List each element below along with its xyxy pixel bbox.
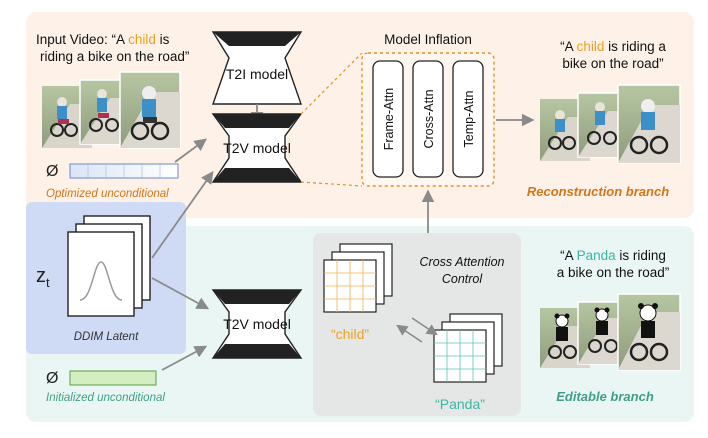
t2v-bottom-model-label: T2V model <box>223 316 291 332</box>
temp-attn-block <box>452 60 484 178</box>
editable-branch-label: Editable branch <box>556 389 654 404</box>
inflation-title: Model Inflation <box>384 32 472 47</box>
initialized-uncond-bar <box>69 370 157 386</box>
frame-attn-label: Frame-Attn <box>382 88 396 151</box>
t2i-model-label: T2I model <box>226 66 288 82</box>
arrow-latent-to-t2v-top <box>151 170 214 259</box>
arrow-uncond-to-t2v-bottom <box>161 345 208 371</box>
input-frame-3 <box>119 71 181 149</box>
arrow-latent-to-t2v-bottom <box>151 277 210 310</box>
cross-attn-block <box>412 60 444 178</box>
optimized-uncond-symbol: Ø <box>46 163 58 180</box>
t2v-top-cap-top <box>213 114 301 128</box>
latent-symbol: zt <box>36 265 50 290</box>
child-word-label: “child” <box>331 326 369 342</box>
initialized-uncond-symbol: Ø <box>46 370 58 387</box>
optimized-uncond-cells <box>87 164 161 178</box>
child-attention-maps <box>323 243 393 313</box>
edit-caption-line1: “A Panda is riding <box>560 248 666 263</box>
t2v-top-cap-bottom <box>213 168 301 182</box>
cross-attn-label: Cross-Attn <box>422 89 436 148</box>
input-video-caption-line1: Input Video: “A child is <box>36 32 170 47</box>
edited-frames <box>540 293 681 371</box>
edited-frame-3 <box>617 293 681 371</box>
recon-frames <box>540 84 681 164</box>
zoom-line-bottom <box>300 181 363 187</box>
t2i-model-cap-top <box>213 32 301 46</box>
input-video-caption-line2: riding a bike on the road” <box>40 49 189 64</box>
reconstruction-panel <box>26 12 694 218</box>
latent-stack <box>67 215 151 317</box>
cross-attention-title-line2: Control <box>442 272 484 286</box>
arrow-child-to-panda <box>411 317 438 336</box>
edit-caption-line2: a bike on the road” <box>557 265 670 280</box>
inflation-blocks: Frame-Attn Cross-Attn Temp-Attn <box>372 60 484 178</box>
recon-frame-3 <box>617 84 681 164</box>
reconstruction-branch-label: Reconstruction branch <box>527 184 669 199</box>
t2v-top-model-label: T2V model <box>223 140 291 156</box>
panda-word-label: “Panda” <box>435 396 485 412</box>
recon-caption-line1: “A child is riding a <box>560 39 666 54</box>
recon-caption-line2: bike on the road” <box>562 56 663 71</box>
temp-attn-label: Temp-Attn <box>462 90 476 147</box>
zoom-line-top <box>300 52 363 115</box>
t2v-bottom-cap-top <box>213 290 301 304</box>
panda-attention-maps <box>433 313 503 383</box>
gaussian-curve <box>79 261 123 301</box>
initialized-uncond-label: Initialized unconditional <box>46 392 165 404</box>
cross-attention-title-line1: Cross Attention <box>420 255 505 269</box>
latent-label: DDIM Latent <box>74 331 139 343</box>
optimized-uncond-label: Optimized unconditional <box>46 188 169 200</box>
input-video-frames <box>42 71 181 149</box>
frame-attn-block <box>372 60 404 178</box>
arrow-video-to-t2v <box>174 138 208 163</box>
t2v-bottom-cap-bottom <box>213 344 301 358</box>
arrow-panda-to-child <box>396 324 423 343</box>
